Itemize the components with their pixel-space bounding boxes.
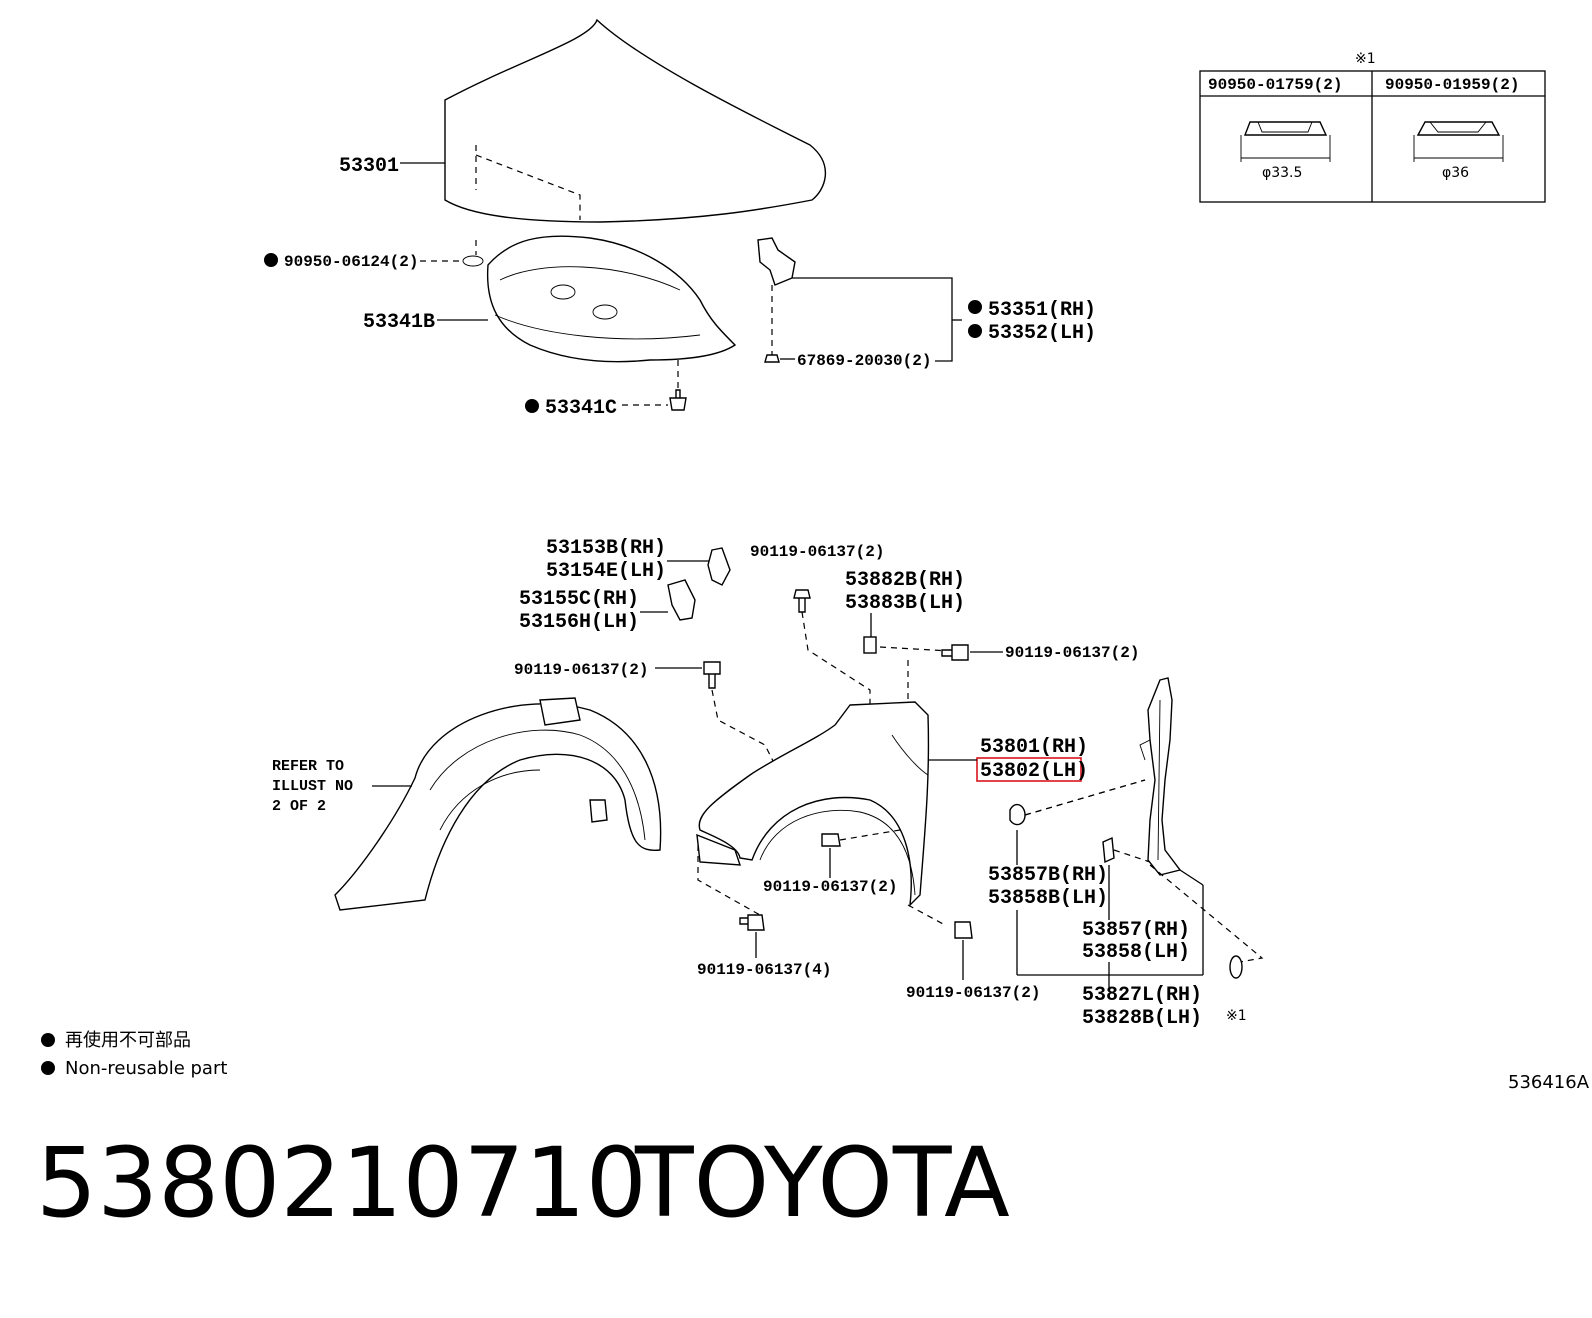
bolt-icon bbox=[954, 921, 973, 939]
legend-japanese: 再使用不可部品 bbox=[65, 1030, 191, 1051]
hood-insulator-label[interactable]: 53341B bbox=[363, 311, 435, 334]
table-col2-dim: φ36 bbox=[1442, 165, 1469, 181]
non-reusable-bullet bbox=[968, 324, 982, 338]
refer-line1: REFER TO bbox=[272, 758, 344, 775]
protector-lh-label[interactable]: 53828B(LH) bbox=[1082, 1007, 1202, 1030]
hood-illustration bbox=[400, 18, 827, 255]
bracket-h-lh-label[interactable]: 53156H(LH) bbox=[519, 611, 639, 634]
refer-line2: ILLUST NO bbox=[272, 778, 353, 795]
bracket-e-lh-label[interactable]: 53154E(LH) bbox=[546, 560, 666, 583]
fender-lh-label[interactable]: 53802(LH) bbox=[980, 760, 1088, 783]
bolt-icon bbox=[821, 833, 841, 847]
table-col1-part: 90950-01759(2) bbox=[1208, 76, 1342, 94]
protector-rh-label[interactable]: 53827L(RH) bbox=[1082, 984, 1202, 1007]
hood-label[interactable]: 53301 bbox=[339, 155, 399, 178]
bolt-icon bbox=[703, 661, 721, 689]
seal-lh-label[interactable]: 53883B(LH) bbox=[845, 592, 965, 615]
bolt-icon bbox=[739, 914, 765, 931]
bolt-top-label[interactable]: 90119-06137(2) bbox=[750, 543, 884, 561]
clip-icon bbox=[669, 389, 687, 411]
hinge-rh-label[interactable]: 53351(RH) bbox=[988, 299, 1096, 322]
table-col2-part: 90950-01959(2) bbox=[1385, 76, 1519, 94]
bolt-bottom-left-label[interactable]: 90119-06137(4) bbox=[697, 961, 831, 979]
hinge-lh-label[interactable]: 53352(LH) bbox=[988, 322, 1096, 345]
clip-shape-1 bbox=[1243, 121, 1328, 136]
non-reusable-bullet bbox=[41, 1033, 55, 1047]
legend-english: Non-reusable part bbox=[65, 1058, 227, 1079]
illustration-code: 536416A bbox=[1508, 1072, 1590, 1093]
wheel-liner-illustration bbox=[334, 697, 662, 911]
table-marker: ※1 bbox=[1355, 51, 1376, 67]
fender-lh-highlight bbox=[976, 757, 1082, 782]
bolt-icon bbox=[941, 644, 969, 661]
cushion-rh-label[interactable]: 53857(RH) bbox=[1082, 919, 1190, 942]
protector-illustration bbox=[1139, 677, 1264, 979]
clip-shape-2 bbox=[1416, 121, 1501, 136]
bolt-left-label[interactable]: 90119-06137(2) bbox=[514, 661, 648, 679]
note-marker: ※1 bbox=[1226, 1008, 1247, 1024]
hood-insulator-illustration bbox=[437, 235, 737, 363]
clip-icon bbox=[462, 255, 484, 267]
non-reusable-bullet bbox=[968, 300, 982, 314]
cushion-b-lh-label[interactable]: 53858B(LH) bbox=[988, 887, 1108, 910]
fender-rh-label[interactable]: 53801(RH) bbox=[980, 736, 1088, 759]
non-reusable-bullet bbox=[525, 399, 539, 413]
footer-brand: TOYOTA bbox=[635, 1127, 1010, 1239]
insulator-clip-label[interactable]: 53341C bbox=[545, 397, 617, 420]
cushion-icon bbox=[1009, 803, 1026, 826]
bolt-icon bbox=[793, 589, 811, 613]
non-reusable-bullet bbox=[41, 1061, 55, 1075]
bracket-illustration bbox=[707, 547, 731, 586]
seal-rh-label[interactable]: 53882B(RH) bbox=[845, 569, 965, 592]
non-reusable-bullet bbox=[264, 253, 278, 267]
bolt-right-label[interactable]: 90119-06137(2) bbox=[1005, 644, 1139, 662]
fender-illustration bbox=[696, 701, 946, 926]
spec-table: ※1 90950-01759(2) 90950-01959(2) φ33.5 φ… bbox=[1199, 51, 1546, 203]
refer-line3: 2 OF 2 bbox=[272, 798, 326, 815]
hinge-illustration bbox=[757, 237, 962, 363]
bracket-b-rh-label[interactable]: 53153B(RH) bbox=[546, 537, 666, 560]
cushion-lh-label[interactable]: 53858(LH) bbox=[1082, 941, 1190, 964]
bracket-c-rh-label[interactable]: 53155C(RH) bbox=[519, 588, 639, 611]
footer-part-number: 5380210710 bbox=[36, 1127, 647, 1239]
bolt-bottom-right-label[interactable]: 90119-06137(2) bbox=[906, 984, 1040, 1002]
bracket-illustration bbox=[667, 579, 696, 621]
hood-clip-label[interactable]: 90950-06124(2) bbox=[284, 253, 418, 271]
seal-icon bbox=[863, 636, 877, 654]
bolt-wheel-label[interactable]: 90119-06137(2) bbox=[763, 878, 897, 896]
cushion-b-rh-label[interactable]: 53857B(RH) bbox=[988, 864, 1108, 887]
cushion-icon bbox=[1102, 836, 1115, 864]
table-col1-dim: φ33.5 bbox=[1262, 165, 1302, 181]
hinge-clip-label[interactable]: 67869-20030(2) bbox=[797, 352, 931, 370]
